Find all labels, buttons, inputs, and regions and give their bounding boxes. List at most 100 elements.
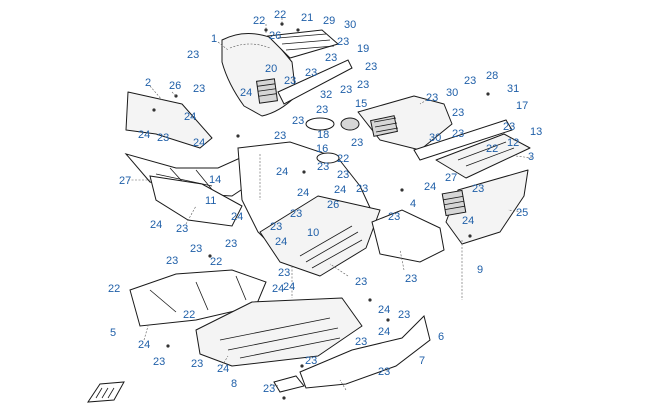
part-12-rear-rack [435, 133, 531, 179]
callout-label: 23 [405, 273, 417, 285]
callout-label: 30 [429, 132, 441, 144]
callout-label: 22 [183, 309, 195, 321]
callout-label: 23 [325, 52, 337, 64]
callout-labels: 22 22 21 29 30 1 26 23 19 23 23 20 23 23… [108, 9, 542, 395]
callout-label: 23 [193, 83, 205, 95]
callout-label: 24 [275, 236, 287, 248]
callout-label: 23 [355, 336, 367, 348]
callout-label: 17 [516, 100, 528, 112]
callout-label: 27 [119, 175, 131, 187]
part-24-front-grille-slats [257, 83, 277, 97]
callout-label: 24 [462, 215, 474, 227]
callout-label: 26 [169, 80, 181, 92]
part-7-bracket [273, 375, 305, 393]
callout-label: 30 [446, 87, 458, 99]
part-12-rack-slots [457, 141, 515, 167]
callout-label: 23 [337, 169, 349, 181]
callout-label: 29 [323, 15, 335, 27]
callout-label: 23 [153, 356, 165, 368]
part-18-fuel-cap [340, 117, 360, 131]
callout-label: 20 [265, 63, 277, 75]
callout-label: 23 [503, 121, 515, 133]
part-6-skid-plate [195, 297, 363, 367]
callout-label: 23 [187, 49, 199, 61]
callout-label: 24 [231, 211, 243, 223]
part-9-footwell-tray [259, 195, 381, 277]
callout-label: 23 [176, 223, 188, 235]
callout-label: 24 [297, 187, 309, 199]
callout-label: 32 [320, 89, 332, 101]
callout-label: 23 [452, 128, 464, 140]
callout-label: 26 [269, 30, 281, 42]
part-1-front-fender [221, 33, 297, 117]
callout-label: 23 [340, 84, 352, 96]
part-24-front-grille [255, 78, 279, 104]
callout-label: 18 [317, 129, 329, 141]
part-13-rear-strip [413, 119, 513, 161]
callout-label: 24 [138, 129, 150, 141]
callout-label: 15 [355, 98, 367, 110]
callout-label: 24 [378, 304, 390, 316]
part-21-rack-slats [277, 33, 335, 51]
callout-label: 24 [217, 363, 229, 375]
callout-label: 24 [240, 87, 252, 99]
callout-label: 23 [274, 130, 286, 142]
callout-label: 23 [292, 115, 304, 127]
part-17-cap-ring [305, 117, 335, 131]
callout-label: 12 [507, 137, 519, 149]
callout-label: 5 [110, 327, 116, 339]
callout-label: 23 [426, 92, 438, 104]
callout-label: 23 [452, 107, 464, 119]
leader-lines [128, 18, 533, 391]
callout-label: 23 [357, 79, 369, 91]
callout-label: 23 [365, 61, 377, 73]
part-19-front-strip [277, 59, 353, 105]
callout-label: 24 [150, 219, 162, 231]
callout-label: 23 [270, 221, 282, 233]
callout-label: 23 [157, 132, 169, 144]
orientation-arrow-icon [87, 381, 125, 403]
callout-label: 23 [464, 75, 476, 87]
callout-label: 30 [344, 19, 356, 31]
callout-label: 23 [355, 276, 367, 288]
callout-label: 9 [477, 264, 483, 276]
callout-label: 23 [166, 255, 178, 267]
callout-label: 2 [145, 77, 151, 89]
callout-label: 24 [138, 339, 150, 351]
callout-label: 7 [419, 355, 425, 367]
callout-label: 8 [231, 378, 237, 390]
callout-label: 6 [438, 331, 444, 343]
callout-label: 24 [184, 111, 196, 123]
callout-label: 23 [225, 238, 237, 250]
callout-label: 14 [209, 174, 221, 186]
part-10-right-footrest [371, 209, 445, 263]
callout-label: 24 [272, 283, 284, 295]
callout-label: 23 [278, 267, 290, 279]
callout-label: 23 [351, 137, 363, 149]
callout-label: 23 [305, 67, 317, 79]
callout-label: 23 [472, 183, 484, 195]
part-drawings [87, 22, 531, 403]
callout-label: 13 [530, 126, 542, 138]
part-9-footwell-grid [299, 225, 363, 269]
callout-label: 23 [388, 211, 400, 223]
callout-label: 4 [410, 198, 416, 210]
callout-label: 10 [307, 227, 319, 239]
callout-label: 22 [108, 283, 120, 295]
fasteners [152, 22, 490, 400]
callout-label: 31 [507, 83, 519, 95]
part-4-left-floor-frame [149, 175, 243, 227]
callout-label: 24 [193, 137, 205, 149]
callout-label: 22 [337, 153, 349, 165]
callout-label: 22 [253, 15, 265, 27]
callout-label: 1 [211, 33, 217, 45]
part-6-skid-plate-ribs [219, 317, 341, 359]
part-14-rear-grille-slats [443, 195, 465, 211]
callout-label: 21 [301, 12, 313, 24]
callout-label: 23 [398, 309, 410, 321]
callout-label: 23 [263, 383, 275, 395]
callout-label: 26 [327, 199, 339, 211]
callout-label: 24 [424, 181, 436, 193]
part-15-rear-fender [357, 95, 453, 151]
